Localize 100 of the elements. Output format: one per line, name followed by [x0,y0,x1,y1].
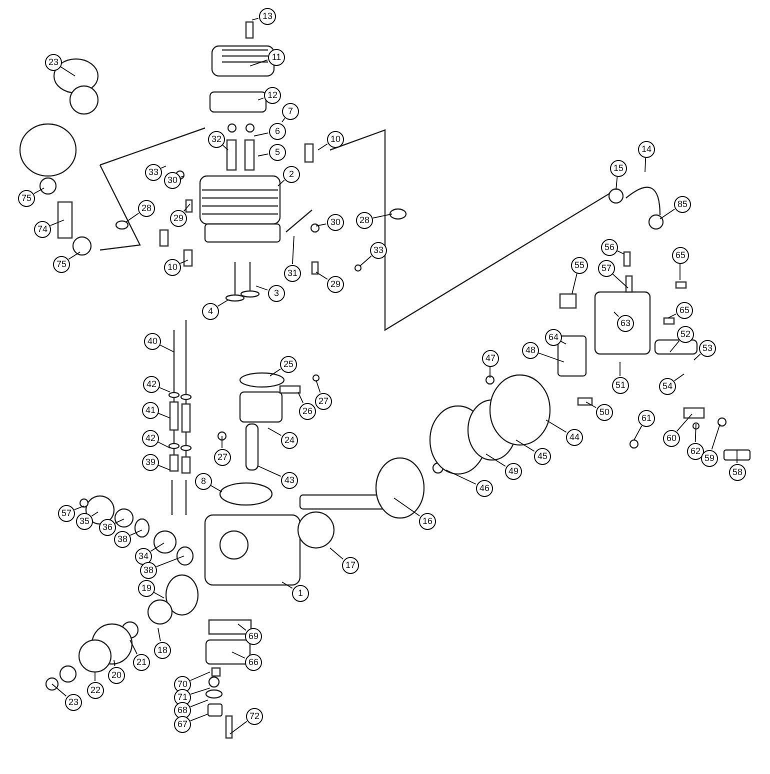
leader-line [258,98,264,100]
leader-line [217,300,228,307]
leader-line [694,424,696,442]
callout-number: 85 [674,196,691,213]
callout-number: 74 [34,221,51,238]
leader-line [183,204,190,212]
callout-number: 5 [269,144,286,161]
leader-line [190,672,210,681]
callout-number: 30 [327,214,344,231]
leader-line [158,412,170,418]
leader-line [292,236,294,264]
leader-line [634,425,642,440]
callout-number: 27 [315,393,332,410]
callout-number: 18 [154,642,171,659]
leader-line [372,214,392,219]
leader-line [238,624,246,631]
callout-number: 57 [58,505,75,522]
leader-line [114,660,116,667]
leader-line [446,470,476,485]
leader-line [160,166,166,169]
callout-number: 75 [18,190,35,207]
leader-line [50,220,64,226]
callout-number: 4 [202,303,219,320]
leader-line [670,340,680,352]
callout-number: 38 [140,562,157,579]
callout-number: 19 [138,580,155,597]
leader-line [560,340,566,344]
callout-number: 53 [699,340,716,357]
leader-line [150,542,164,552]
callout-number: 27 [214,449,231,466]
callout-number: 6 [269,123,286,140]
callout-number: 67 [174,716,191,733]
leader-line [180,176,184,178]
callout-number: 14 [638,141,655,158]
leader-line [268,428,282,436]
leader-line [68,252,80,260]
callout-number: 48 [522,342,539,359]
callout-number: 55 [571,257,588,274]
leader-line [94,672,96,682]
callout-number: 57 [598,260,615,277]
leader-line [232,652,246,659]
leader-line [230,720,248,734]
callout-number: 46 [476,480,493,497]
callout-number: 3 [268,285,285,302]
leader-line [694,354,701,360]
leader-line [516,440,535,452]
callout-number: 13 [259,8,276,25]
callout-number: 40 [144,333,161,350]
leader-line [614,312,620,318]
callout-number: 51 [612,377,629,394]
leader-line [252,18,259,20]
leader-line [676,414,692,432]
leader-line [360,256,372,266]
callout-number: 41 [142,402,159,419]
leader-line [158,464,170,470]
callout-number: 61 [638,410,655,427]
callout-number: 15 [610,160,627,177]
callout-number: 69 [245,628,262,645]
callout-number: 29 [327,276,344,293]
leader-line [60,66,76,76]
callout-number: 33 [145,164,162,181]
callout-number: 75 [53,256,70,273]
leader-line [52,684,67,697]
callout-number: 36 [99,519,116,536]
callout-number: 12 [264,87,281,104]
leader-line [258,466,282,477]
leader-line [190,688,210,695]
callout-number: 42 [142,430,159,447]
callout-number: 17 [342,557,359,574]
callout-number: 43 [281,472,298,489]
leader-line [660,208,676,220]
callout-number: 56 [601,239,618,256]
leader-line [572,273,578,294]
callout-number: 11 [268,49,285,66]
leader-line [91,512,98,517]
leader-line [130,640,138,654]
callout-number: 28 [356,212,373,229]
leader-line [156,556,184,568]
callout-number: 10 [164,259,181,276]
leader-line [316,272,328,280]
callout-number: 10 [327,131,344,148]
callout-number: 66 [245,654,262,671]
leader-line [74,506,84,510]
leader-line [210,485,222,492]
leader-line [616,250,624,254]
leader-line [282,118,286,122]
leader-line [668,314,676,318]
callout-number: 54 [659,378,676,395]
leader-line [114,518,124,524]
callout-number: 70 [174,676,191,693]
callout-number: 34 [135,548,152,565]
callout-number: 2 [283,166,300,183]
callout-number: 44 [566,429,583,446]
leader-line [254,132,269,136]
leader-line [538,352,564,362]
leader-line [180,260,188,264]
leader-line [736,450,738,464]
leader-line [282,582,293,589]
callout-number: 16 [419,513,436,530]
callout-number: 33 [370,242,387,259]
